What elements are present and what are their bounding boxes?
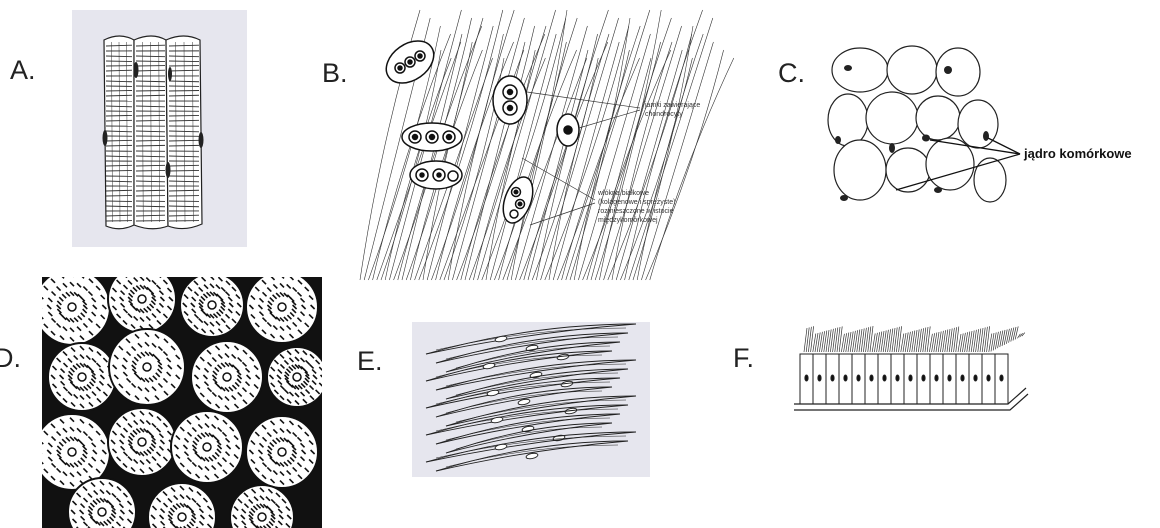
- label-d: D.: [0, 343, 21, 374]
- panel-e-smooth-muscle: [412, 322, 650, 477]
- annotation-fibers-line1: włókna białkowe: [597, 190, 649, 197]
- cartilage-drawing: jamki zawierające chondrocyty włókna bia…: [350, 0, 770, 290]
- panel-a-striated-muscle: [72, 10, 247, 247]
- panel-c-cells-with-nuclei: jądro komórkowe: [820, 40, 1160, 220]
- annotation-lacunae-line2: chondrocyty: [645, 111, 683, 118]
- label-f: F.: [733, 343, 754, 374]
- label-b: B.: [322, 58, 348, 89]
- annotation-lacunae-line1: jamki zawierające: [644, 102, 700, 109]
- cells-drawing: jądro komórkowe: [820, 40, 1160, 220]
- panel-d-bone-osteons: [42, 277, 322, 528]
- striated-muscle-drawing: [72, 10, 247, 247]
- label-e: E.: [357, 346, 383, 377]
- label-c: C.: [778, 58, 805, 89]
- smooth-muscle-drawing: [412, 322, 650, 477]
- annotation-fibers-line4: międzykomórkowej: [598, 217, 658, 224]
- annotation-fibers-line3: rozmieszczone w istocie: [598, 208, 674, 215]
- annotation-fibers-line2: (kolagenowe i sprężyste): [598, 199, 675, 206]
- epithelium-drawing: [790, 318, 1040, 418]
- label-a: A.: [10, 55, 36, 86]
- annotation-cell-nucleus: jądro komórkowe: [1023, 146, 1132, 161]
- panel-f-ciliated-epithelium: [790, 318, 1040, 418]
- bone-drawing: [42, 277, 322, 528]
- panel-b-cartilage: jamki zawierające chondrocyty włókna bia…: [350, 0, 770, 290]
